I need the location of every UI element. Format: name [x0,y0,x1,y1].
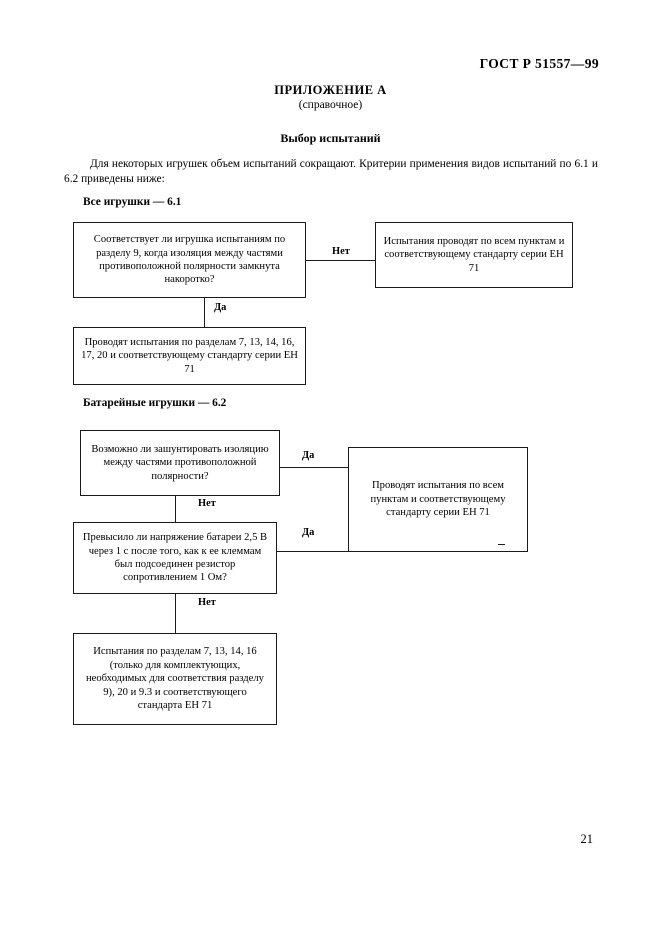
flowchart-battery-toys-heading: Батарейные игрушки — 6.2 [83,397,227,409]
decision-box-all-toys-text: Соответствует ли игрушка испытаниям по р… [93,234,286,286]
outcome-box-battery-yes-text: Проводят испытания по всем пунктам и соо… [370,480,506,519]
decision-box-all-toys-question: Соответствует ли игрушка испытаниям по р… [73,222,306,298]
connector-battery-q2-yes [277,551,348,552]
connector-battery-q1-no [175,496,176,522]
outcome-box-battery-no-text: Испытания по разделам 7, 13, 14, 16 (тол… [86,646,264,712]
standard-header: ГОСТ Р 51557—99 [479,56,599,71]
outcome-box-all-toys-yes-text: Проводят испытания по разделам 7, 13, 14… [81,336,298,375]
outcome-box-all-toys-yes: Проводят испытания по разделам 7, 13, 14… [73,327,306,385]
decision-box-battery-question-1: Возможно ли зашунтировать изоляцию между… [80,430,280,496]
intro-paragraph: Для некоторых игрушек объем испытаний со… [64,158,598,185]
decision-box-battery-question-2-text: Превысило ли напряжение батареи 2,5 В че… [82,532,268,584]
appendix-title: ПРИЛОЖЕНИЕ А [274,83,387,97]
connector-all-toys-yes [204,298,205,327]
edge-label-battery-q1-yes: Да [300,450,317,461]
outcome-box-all-toys-no-text: Испытания проводят по всем пунктам и соо… [383,235,565,274]
edge-label-all-toys-yes: Да [212,302,229,313]
page-number: 21 [580,832,594,846]
connector-all-toys-no [306,260,375,261]
decision-box-battery-question-1-text: Возможно ли зашунтировать изоляцию между… [91,443,269,482]
outcome-box-battery-yes: Проводят испытания по всем пунктам и соо… [348,447,528,552]
flowchart-all-toys-heading: Все игрушки — 6.1 [83,196,182,208]
decision-box-battery-question-2: Превысило ли напряжение батареи 2,5 В че… [73,522,277,594]
edge-label-battery-q2-no: Нет [196,597,218,608]
outcome-box-all-toys-no: Испытания проводят по всем пунктам и соо… [375,222,573,288]
arrow-head-icon [498,544,505,545]
section-title: Выбор испытаний [280,131,381,145]
connector-battery-q2-no [175,594,176,633]
outcome-box-battery-no: Испытания по разделам 7, 13, 14, 16 (тол… [73,633,277,725]
edge-label-battery-q2-yes: Да [300,527,317,538]
connector-battery-q1-yes [280,467,348,468]
appendix-subtitle: (справочное) [298,99,363,111]
edge-label-battery-q1-no: Нет [196,498,218,509]
edge-label-all-toys-no: Нет [330,246,352,257]
